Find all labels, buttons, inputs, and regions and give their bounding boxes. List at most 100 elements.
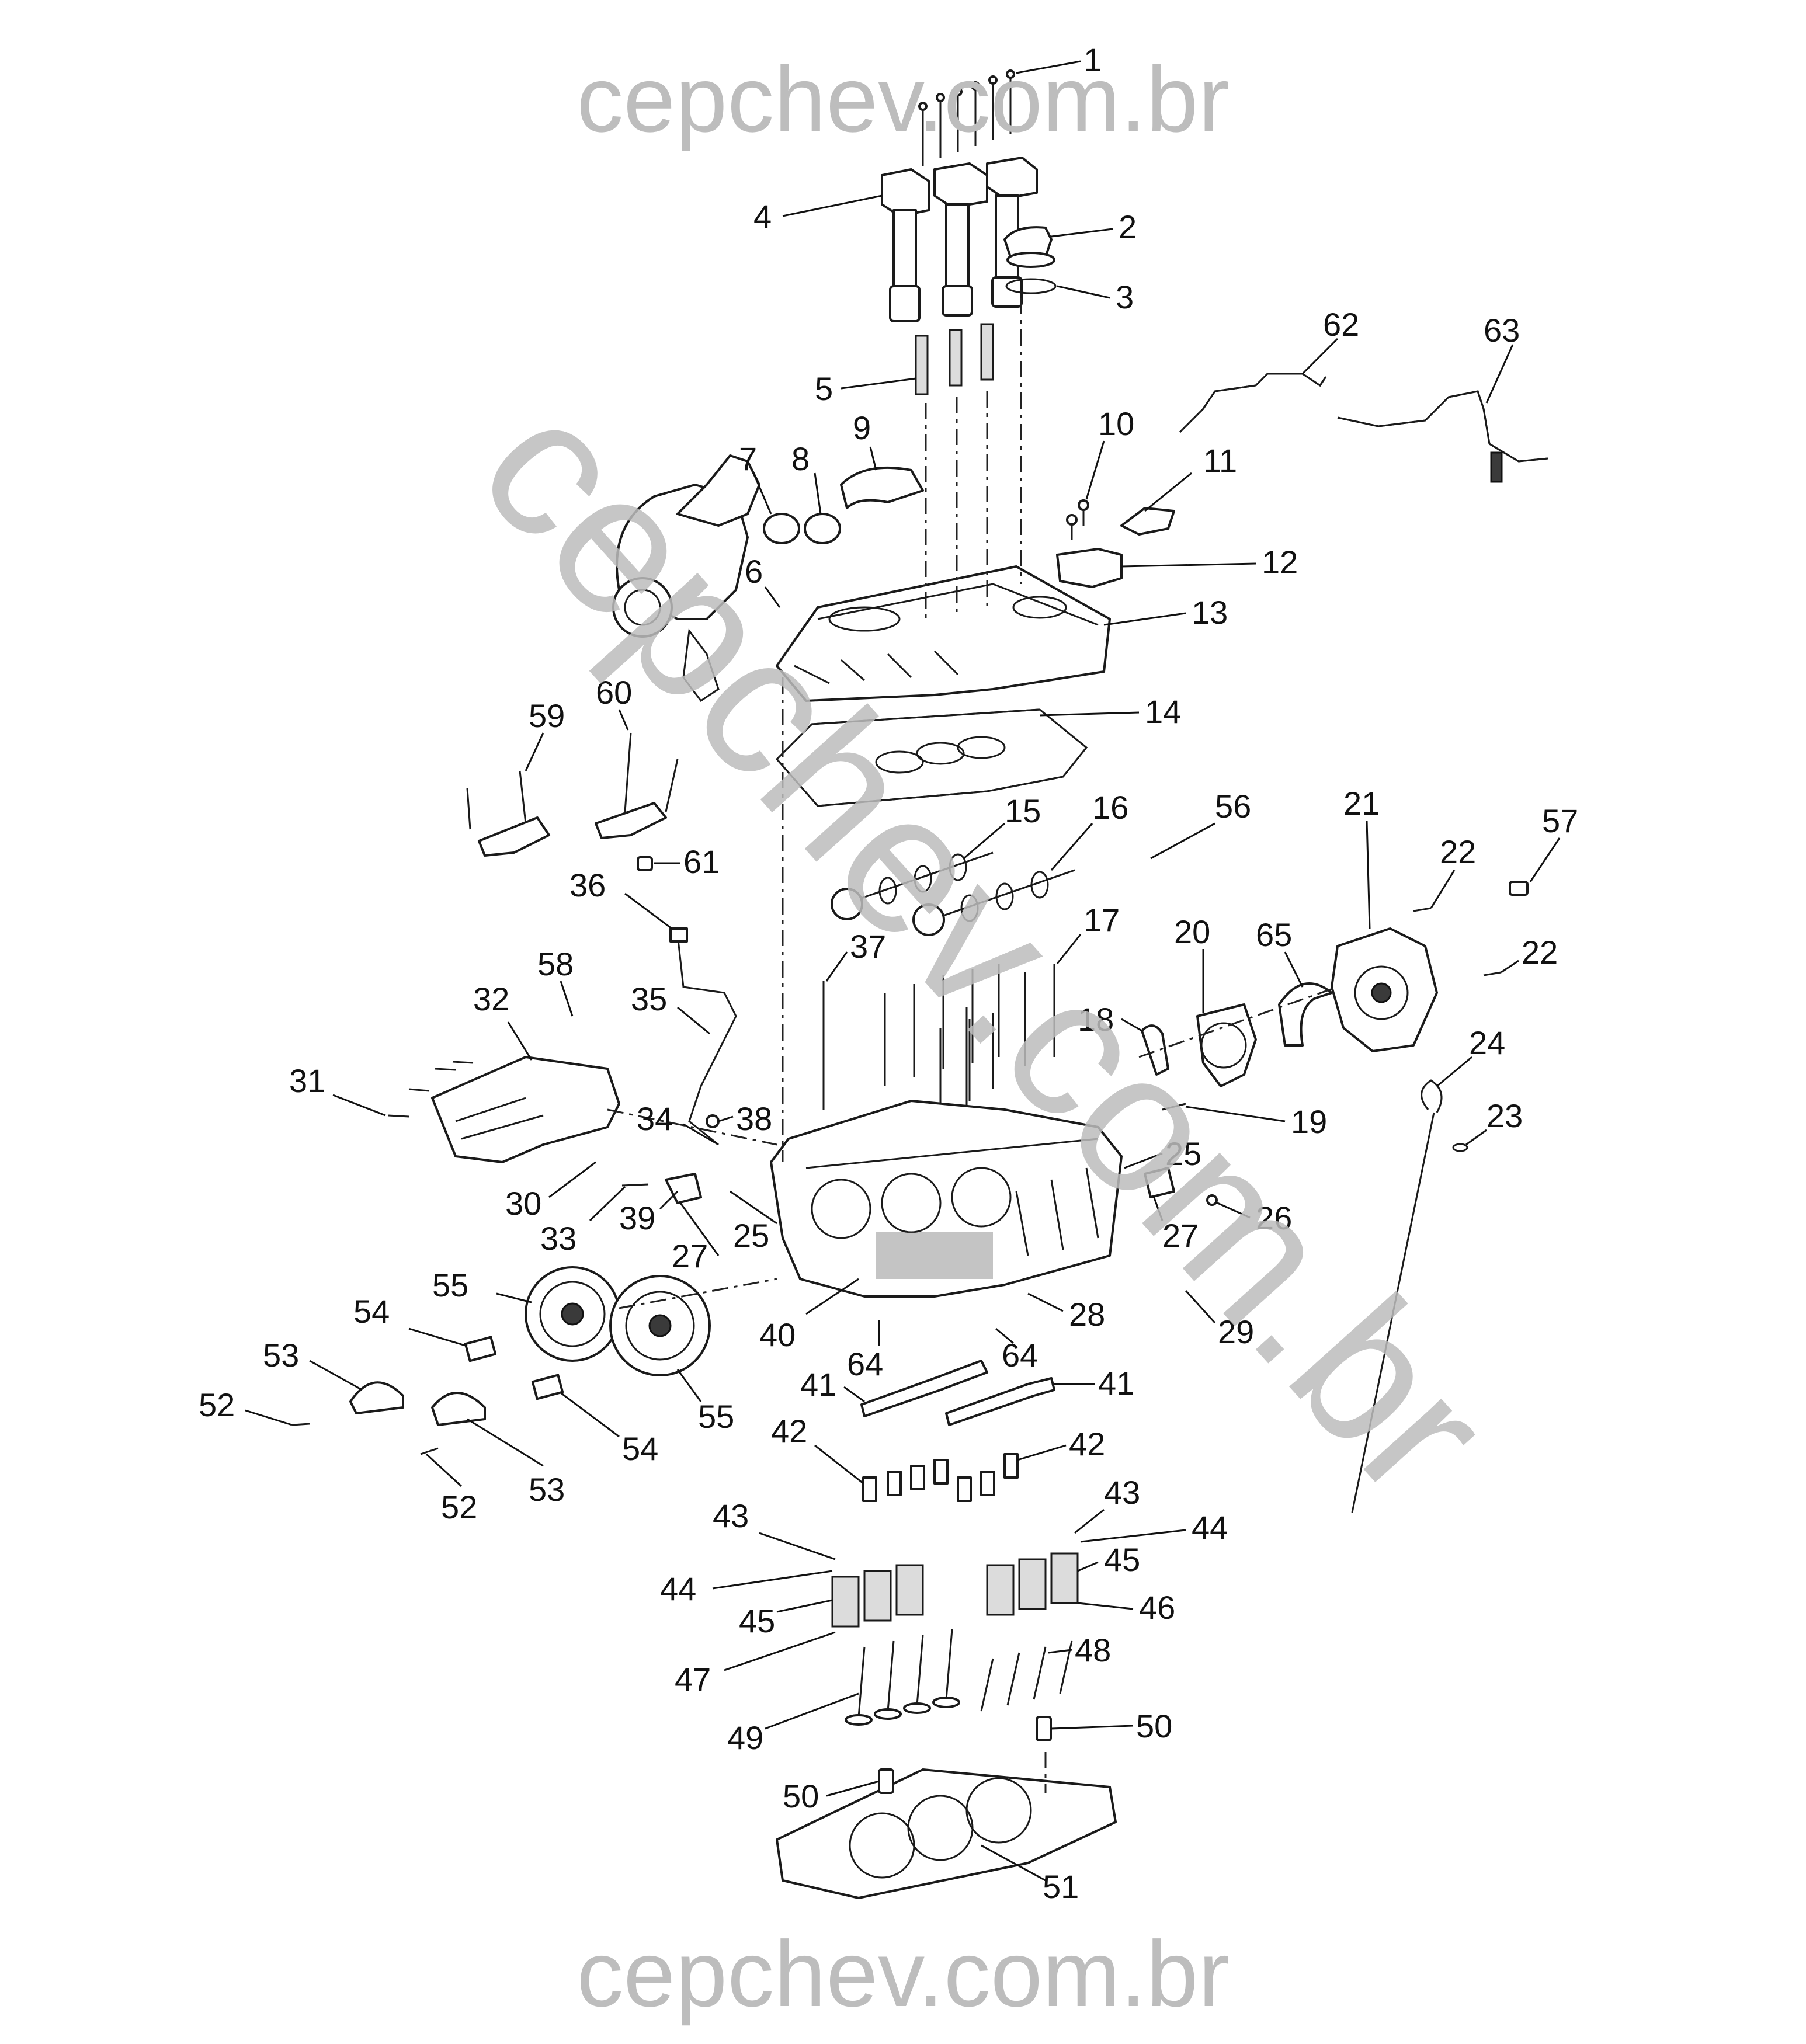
callout-labels: 1 2 3 4 5 6 7 8 9 10 11 12 13 14 15 16 1… xyxy=(199,41,1578,1905)
callout-23-label: 23 xyxy=(1487,1097,1523,1134)
callout-56: 56 xyxy=(1150,788,1251,860)
callout-6-label: 6 xyxy=(745,553,763,590)
callout-43a-label: 43 xyxy=(713,1497,749,1534)
callout-12: 12 xyxy=(1121,544,1298,580)
callout-50a: 50 xyxy=(783,1778,880,1814)
callout-30-label: 30 xyxy=(505,1185,541,1222)
callout-2-label: 2 xyxy=(1119,208,1137,245)
callout-40: 40 xyxy=(759,1278,859,1353)
callout-33-label: 33 xyxy=(540,1220,576,1257)
callout-43a: 43 xyxy=(713,1497,836,1560)
callout-26: 26 xyxy=(1214,1200,1292,1236)
assembly-lines xyxy=(607,298,1338,1793)
callout-65: 65 xyxy=(1256,916,1304,988)
callout-45b-label: 45 xyxy=(1104,1541,1140,1578)
callout-35: 35 xyxy=(631,981,710,1035)
sensor-and-valve-components xyxy=(1056,499,1175,588)
callout-38-label: 38 xyxy=(736,1100,772,1137)
callout-54a: 54 xyxy=(353,1293,468,1347)
callout-9-label: 9 xyxy=(853,409,871,446)
callout-24: 24 xyxy=(1436,1024,1505,1087)
callout-56-label: 56 xyxy=(1215,788,1251,825)
callout-60-label: 60 xyxy=(596,674,632,711)
rocker-arms-and-lifters xyxy=(860,1360,1055,1502)
callout-42a-label: 42 xyxy=(771,1413,807,1449)
callout-3: 3 xyxy=(1057,279,1134,315)
callout-39-label: 39 xyxy=(619,1200,655,1236)
callout-55a: 55 xyxy=(432,1267,532,1303)
callout-7: 7 xyxy=(739,440,772,515)
callout-54b: 54 xyxy=(560,1392,658,1467)
callout-23: 23 xyxy=(1465,1097,1523,1146)
callout-37-label: 37 xyxy=(850,928,886,965)
callout-22a-label: 22 xyxy=(1440,833,1476,870)
callout-64a: 64 xyxy=(847,1320,883,1382)
callout-63-label: 63 xyxy=(1484,312,1520,349)
callout-33: 33 xyxy=(540,1186,626,1257)
callout-21-label: 21 xyxy=(1343,785,1380,822)
callout-32: 32 xyxy=(473,981,533,1061)
callout-16: 16 xyxy=(1050,789,1128,871)
callout-55b-label: 55 xyxy=(698,1398,734,1435)
cylinder-head-bolts xyxy=(822,964,1055,1113)
callout-36-label: 36 xyxy=(569,867,606,903)
callout-27a: 27 xyxy=(1152,1195,1199,1254)
callout-65-label: 65 xyxy=(1256,916,1292,953)
callout-52b: 52 xyxy=(425,1453,477,1525)
callout-55b: 55 xyxy=(676,1369,734,1435)
callout-42a: 42 xyxy=(771,1413,864,1485)
callout-26-label: 26 xyxy=(1256,1200,1292,1236)
camshaft-phasers xyxy=(291,1266,711,1455)
callout-5-label: 5 xyxy=(815,370,833,407)
callout-43b: 43 xyxy=(1074,1474,1140,1534)
watermark-top: cepchev.com.br xyxy=(576,47,1230,151)
callout-64b-label: 64 xyxy=(1002,1337,1038,1374)
callout-25b-label: 25 xyxy=(733,1217,769,1254)
callout-17-label: 17 xyxy=(1083,902,1120,938)
oil-feed-pipe xyxy=(669,927,737,1146)
callout-29: 29 xyxy=(1185,1289,1254,1350)
callout-59: 59 xyxy=(525,697,565,771)
callout-42b: 42 xyxy=(1017,1426,1105,1462)
callout-13: 13 xyxy=(1103,594,1228,631)
callout-16-label: 16 xyxy=(1092,789,1128,826)
callout-54b-label: 54 xyxy=(622,1430,658,1467)
callout-25a-label: 25 xyxy=(1165,1135,1201,1172)
callout-28: 28 xyxy=(1027,1292,1105,1333)
watermark-bottom: cepchev.com.br xyxy=(576,1921,1230,2026)
valve-cover xyxy=(776,565,1111,702)
callout-61: 61 xyxy=(654,843,720,880)
callout-45b: 45 xyxy=(1077,1541,1140,1578)
callout-19-label: 19 xyxy=(1291,1103,1327,1140)
callout-6: 6 xyxy=(745,553,781,608)
camshaft-caps xyxy=(466,732,679,871)
callout-34-label: 34 xyxy=(637,1100,673,1137)
callout-8: 8 xyxy=(791,440,822,515)
coil-bolts xyxy=(918,69,1015,166)
callout-53b: 53 xyxy=(467,1418,565,1508)
callout-52a: 52 xyxy=(199,1386,293,1426)
callout-11: 11 xyxy=(1144,442,1237,512)
callout-15: 15 xyxy=(963,792,1041,860)
callout-44b: 44 xyxy=(1080,1509,1228,1546)
callout-57: 57 xyxy=(1529,802,1578,882)
callout-29-label: 29 xyxy=(1218,1313,1254,1350)
callout-14: 14 xyxy=(1039,693,1181,730)
callout-30: 30 xyxy=(505,1161,596,1222)
callout-40-label: 40 xyxy=(759,1316,796,1353)
callout-62-label: 62 xyxy=(1323,306,1359,343)
callout-25b: 25 xyxy=(730,1190,777,1254)
callout-25a: 25 xyxy=(1124,1135,1201,1172)
callout-59-label: 59 xyxy=(529,697,565,734)
callout-61-label: 61 xyxy=(683,843,720,880)
callout-11-label: 11 xyxy=(1203,442,1237,479)
callout-4: 4 xyxy=(753,194,883,235)
callout-64b: 64 xyxy=(995,1327,1038,1374)
callout-15-label: 15 xyxy=(1005,792,1041,829)
coolant-outlet-components xyxy=(1141,982,1333,1111)
callout-20: 20 xyxy=(1174,913,1210,1013)
callout-5: 5 xyxy=(815,370,916,407)
callout-41a: 41 xyxy=(800,1366,865,1403)
callout-38: 38 xyxy=(718,1100,772,1137)
callout-18-label: 18 xyxy=(1078,1001,1114,1038)
